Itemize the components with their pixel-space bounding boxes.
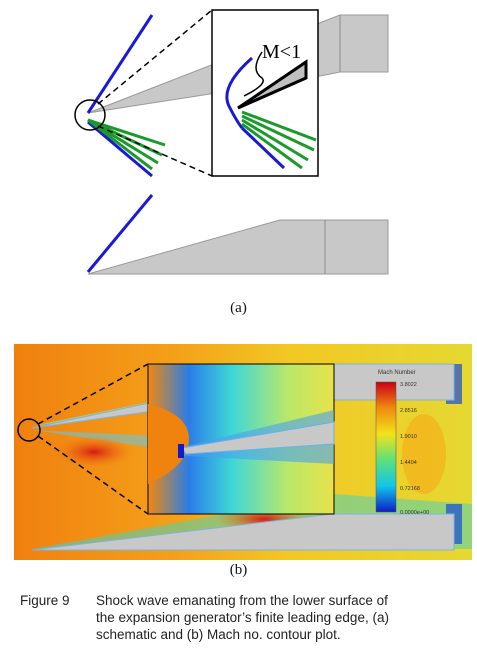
caption-label: Figure 9 [20, 593, 70, 608]
panel-label-a: (a) [230, 300, 247, 316]
caption-line-3: schematic and (b) Mach no. contour plot. [96, 627, 341, 642]
reflected-shock-line [86, 194, 154, 273]
caption-line-2: the expansion generator’s finite leading… [96, 610, 389, 625]
inset-detail [211, 9, 319, 177]
inset-annotation: M<1 [262, 41, 301, 63]
legend-tick-5: 0.0000e+00 [400, 510, 429, 516]
figure-caption: Figure 9 Shock wave emanating from the lo… [20, 592, 470, 643]
lower-shock-line [87, 120, 153, 178]
upper-shock-line [86, 14, 154, 114]
zoom-line-top [97, 9, 213, 105]
zoom-line-bottom [97, 125, 213, 177]
legend-tick-3: 1.4404 [400, 460, 417, 466]
contour-plot: Mach Number 3.8022 2.8516 1.9010 1.4404 … [14, 344, 472, 560]
mach-legend: Mach Number 3.8022 2.8516 1.9010 1.4404 … [375, 370, 429, 516]
legend-tick-1: 2.8516 [400, 408, 417, 414]
contour-zoom-circle [17, 418, 41, 442]
contour-inset [147, 363, 335, 515]
lower-ramp [87, 219, 389, 275]
legend-tick-4: 0.72168 [400, 486, 420, 492]
legend-tick-0: 3.8022 [400, 382, 417, 388]
leading-edge-circle [74, 99, 106, 131]
schematic-figure: M<1 [74, 9, 389, 275]
legend-title: Mach Number [378, 370, 416, 376]
panel-label-b: (b) [229, 562, 248, 578]
legend-tick-2: 1.9010 [400, 434, 417, 440]
contour-lower-blade [31, 513, 455, 551]
caption-line-1: Shock wave emanating from the lower surf… [96, 593, 388, 608]
